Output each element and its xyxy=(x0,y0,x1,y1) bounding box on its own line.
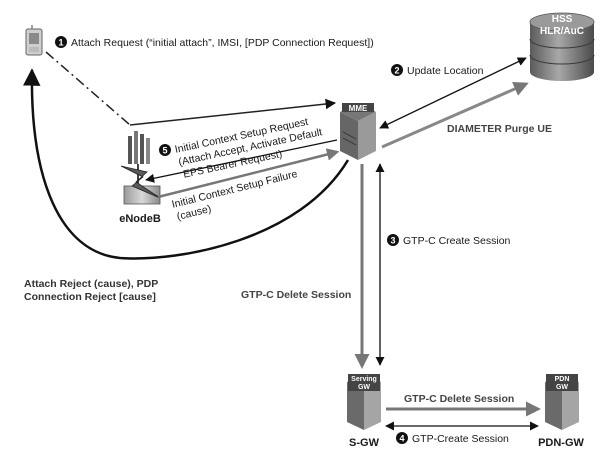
mobile-phone-icon xyxy=(25,25,43,56)
svg-text:3: 3 xyxy=(390,236,395,246)
gtpc-delete-session-horizontal-label: GTP-C Delete Session xyxy=(404,393,514,405)
gtpc-create-session-label: GTP-C Create Session xyxy=(403,235,511,247)
step-badge-1: 1 xyxy=(55,36,67,48)
hss-database-icon: HSS HLR/AuC xyxy=(529,12,595,81)
step-badge-4: 4 xyxy=(396,432,408,444)
serving-gw-label-line1: Serving xyxy=(351,376,377,383)
update-location-label: Update Location xyxy=(407,65,484,77)
svg-text:4: 4 xyxy=(399,434,404,444)
svg-text:1: 1 xyxy=(58,38,63,48)
initial-context-failure-arrow xyxy=(157,148,340,199)
diameter-purge-label: DIAMETER Purge UE xyxy=(447,123,552,135)
enodeb-tower-icon: eNodeB xyxy=(119,131,161,225)
serving-gw-server-icon: Serving GW S-GW xyxy=(347,374,381,449)
enodeb-label: eNodeB xyxy=(119,213,161,225)
gtp-create-session-label: GTP-Create Session xyxy=(412,433,509,445)
mme-server-icon: MME xyxy=(340,103,376,160)
update-location-arrow xyxy=(379,57,527,129)
initial-context-request-arrow xyxy=(145,139,338,183)
attach-reject-label-line1: Attach Reject (cause), PDP xyxy=(24,278,158,290)
pdn-gw-server-icon: PDN GW PDN-GW xyxy=(538,374,585,449)
hss-label-line2: HLR/AuC xyxy=(540,26,584,37)
attach-reject-curve-arrow xyxy=(22,68,350,260)
svg-text:5: 5 xyxy=(162,146,167,156)
hss-label-line1: HSS xyxy=(552,14,573,25)
attach-request-arrow xyxy=(129,98,337,126)
step-badge-3: 3 xyxy=(387,234,399,246)
diameter-purge-arrow xyxy=(381,81,529,149)
step-badge-5: 5 xyxy=(159,144,171,156)
step-badge-2: 2 xyxy=(391,64,403,76)
sgw-label: S-GW xyxy=(349,437,380,449)
attach-request-label: Attach Request (“initial attach”, IMSI, … xyxy=(71,37,374,49)
pdn-gw-label-line1: PDN xyxy=(555,376,570,383)
mme-label: MME xyxy=(349,104,368,113)
pdn-gw-label-line2: GW xyxy=(556,384,568,391)
svg-text:2: 2 xyxy=(394,66,399,76)
attach-reject-label-line2: Connection Reject [cause] xyxy=(24,291,156,303)
pdngw-label: PDN-GW xyxy=(538,437,584,449)
gtpc-delete-session-vertical-label: GTP-C Delete Session xyxy=(241,289,351,301)
serving-gw-label-line2: GW xyxy=(358,384,370,391)
attach-request-dashed-line xyxy=(45,51,131,126)
